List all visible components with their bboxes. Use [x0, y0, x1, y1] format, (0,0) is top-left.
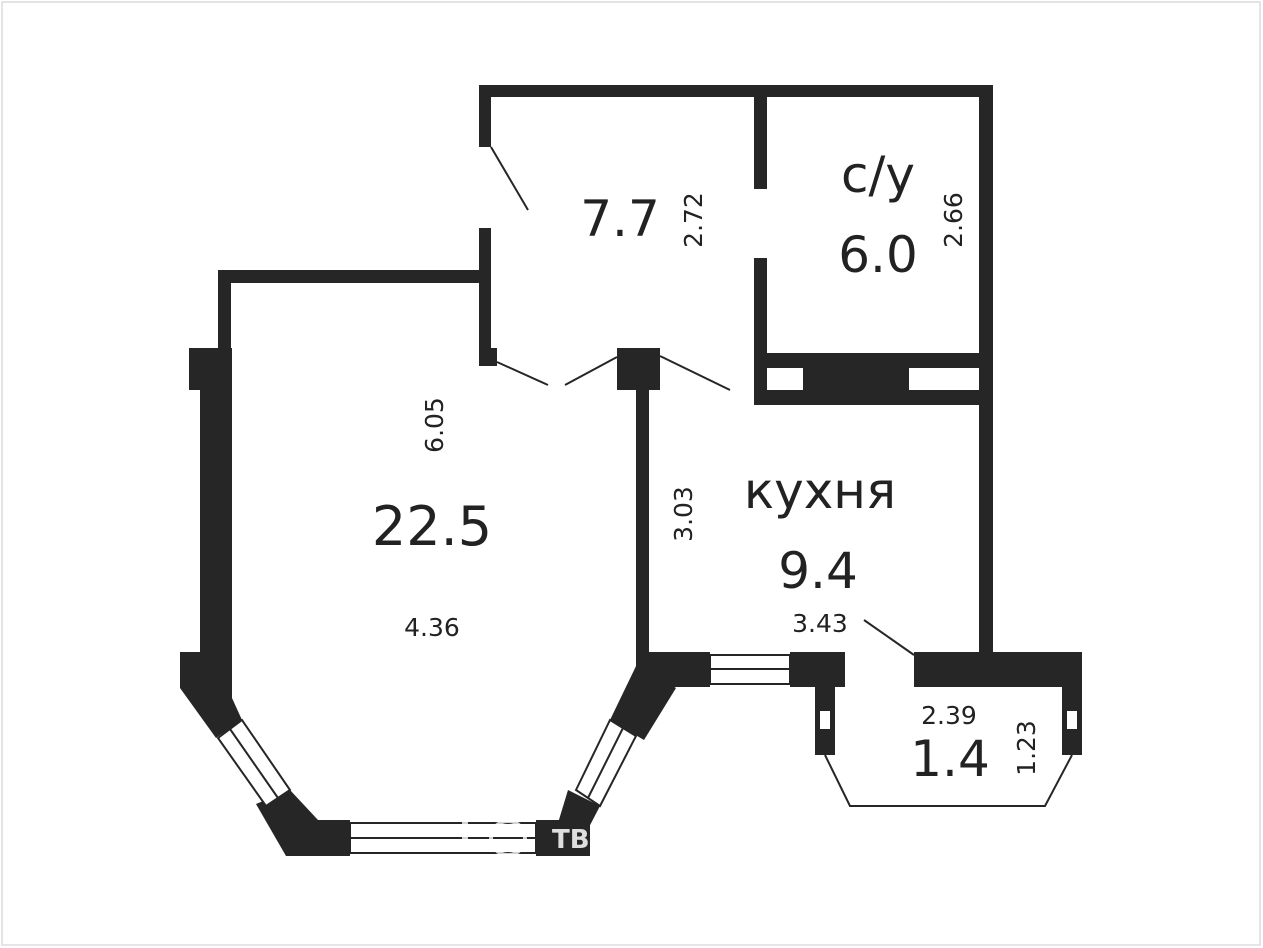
wall-hall-corner — [479, 348, 497, 366]
window-balcony-left — [818, 709, 832, 731]
bathroom-dimension: 2.66 — [939, 192, 968, 248]
wall-hall-left-lower — [479, 228, 491, 358]
wall-living-kitchen — [636, 388, 649, 668]
door-living-right — [564, 356, 618, 386]
vent-right — [907, 366, 981, 392]
wall-pillar-middle — [617, 348, 660, 390]
kitchen-dimension-width: 3.43 — [792, 609, 848, 638]
kitchen-dimension-length: 3.03 — [669, 486, 698, 542]
living-dimension-width: 4.36 — [404, 613, 460, 642]
kitchen-area: 9.4 — [778, 542, 858, 600]
wall-top — [479, 85, 993, 97]
bathroom-name: с/у — [841, 146, 915, 204]
hall-dimension: 2.72 — [679, 192, 708, 248]
wall-pillar-left — [189, 348, 232, 390]
bathroom-area: 6.0 — [838, 226, 918, 284]
watermark-text: TB — [552, 825, 590, 855]
wall-living-top — [218, 270, 491, 283]
balcony-dimension-width: 1.23 — [1012, 720, 1041, 776]
watermark-icon — [489, 819, 527, 857]
wall-bath-divider-upper — [754, 85, 767, 189]
wall-bay-bottom — [300, 820, 350, 856]
balcony-dimension-length: 2.39 — [921, 701, 977, 730]
window-balcony-right — [1065, 709, 1079, 731]
window-mullions — [229, 668, 790, 839]
door-balcony — [863, 619, 915, 656]
walls — [180, 85, 1082, 856]
vent-left — [765, 366, 805, 392]
wall-living-left-upper — [218, 270, 231, 360]
living-dimension-length: 6.05 — [420, 397, 449, 453]
watermark-logo: TB — [462, 819, 590, 857]
wall-bay-left-corner — [180, 652, 242, 738]
doors — [490, 146, 915, 656]
living-area: 22.5 — [372, 495, 492, 558]
door-entrance — [490, 146, 529, 211]
wall-kitchen-bottom-right — [790, 652, 845, 687]
door-living-left — [496, 361, 549, 386]
balcony-area: 1.4 — [910, 730, 990, 788]
hall-area: 7.7 — [580, 190, 660, 248]
wall-hall-left-upper — [479, 85, 491, 147]
wall-kitchen-bottom-left — [636, 652, 710, 687]
door-kitchen — [659, 355, 731, 391]
wall-living-left — [200, 388, 232, 652]
wall-balcony-top — [914, 652, 1082, 687]
wall-bay-right-corner — [548, 790, 600, 856]
kitchen-name: кухня — [744, 462, 896, 520]
balcony-outline — [824, 754, 1073, 807]
